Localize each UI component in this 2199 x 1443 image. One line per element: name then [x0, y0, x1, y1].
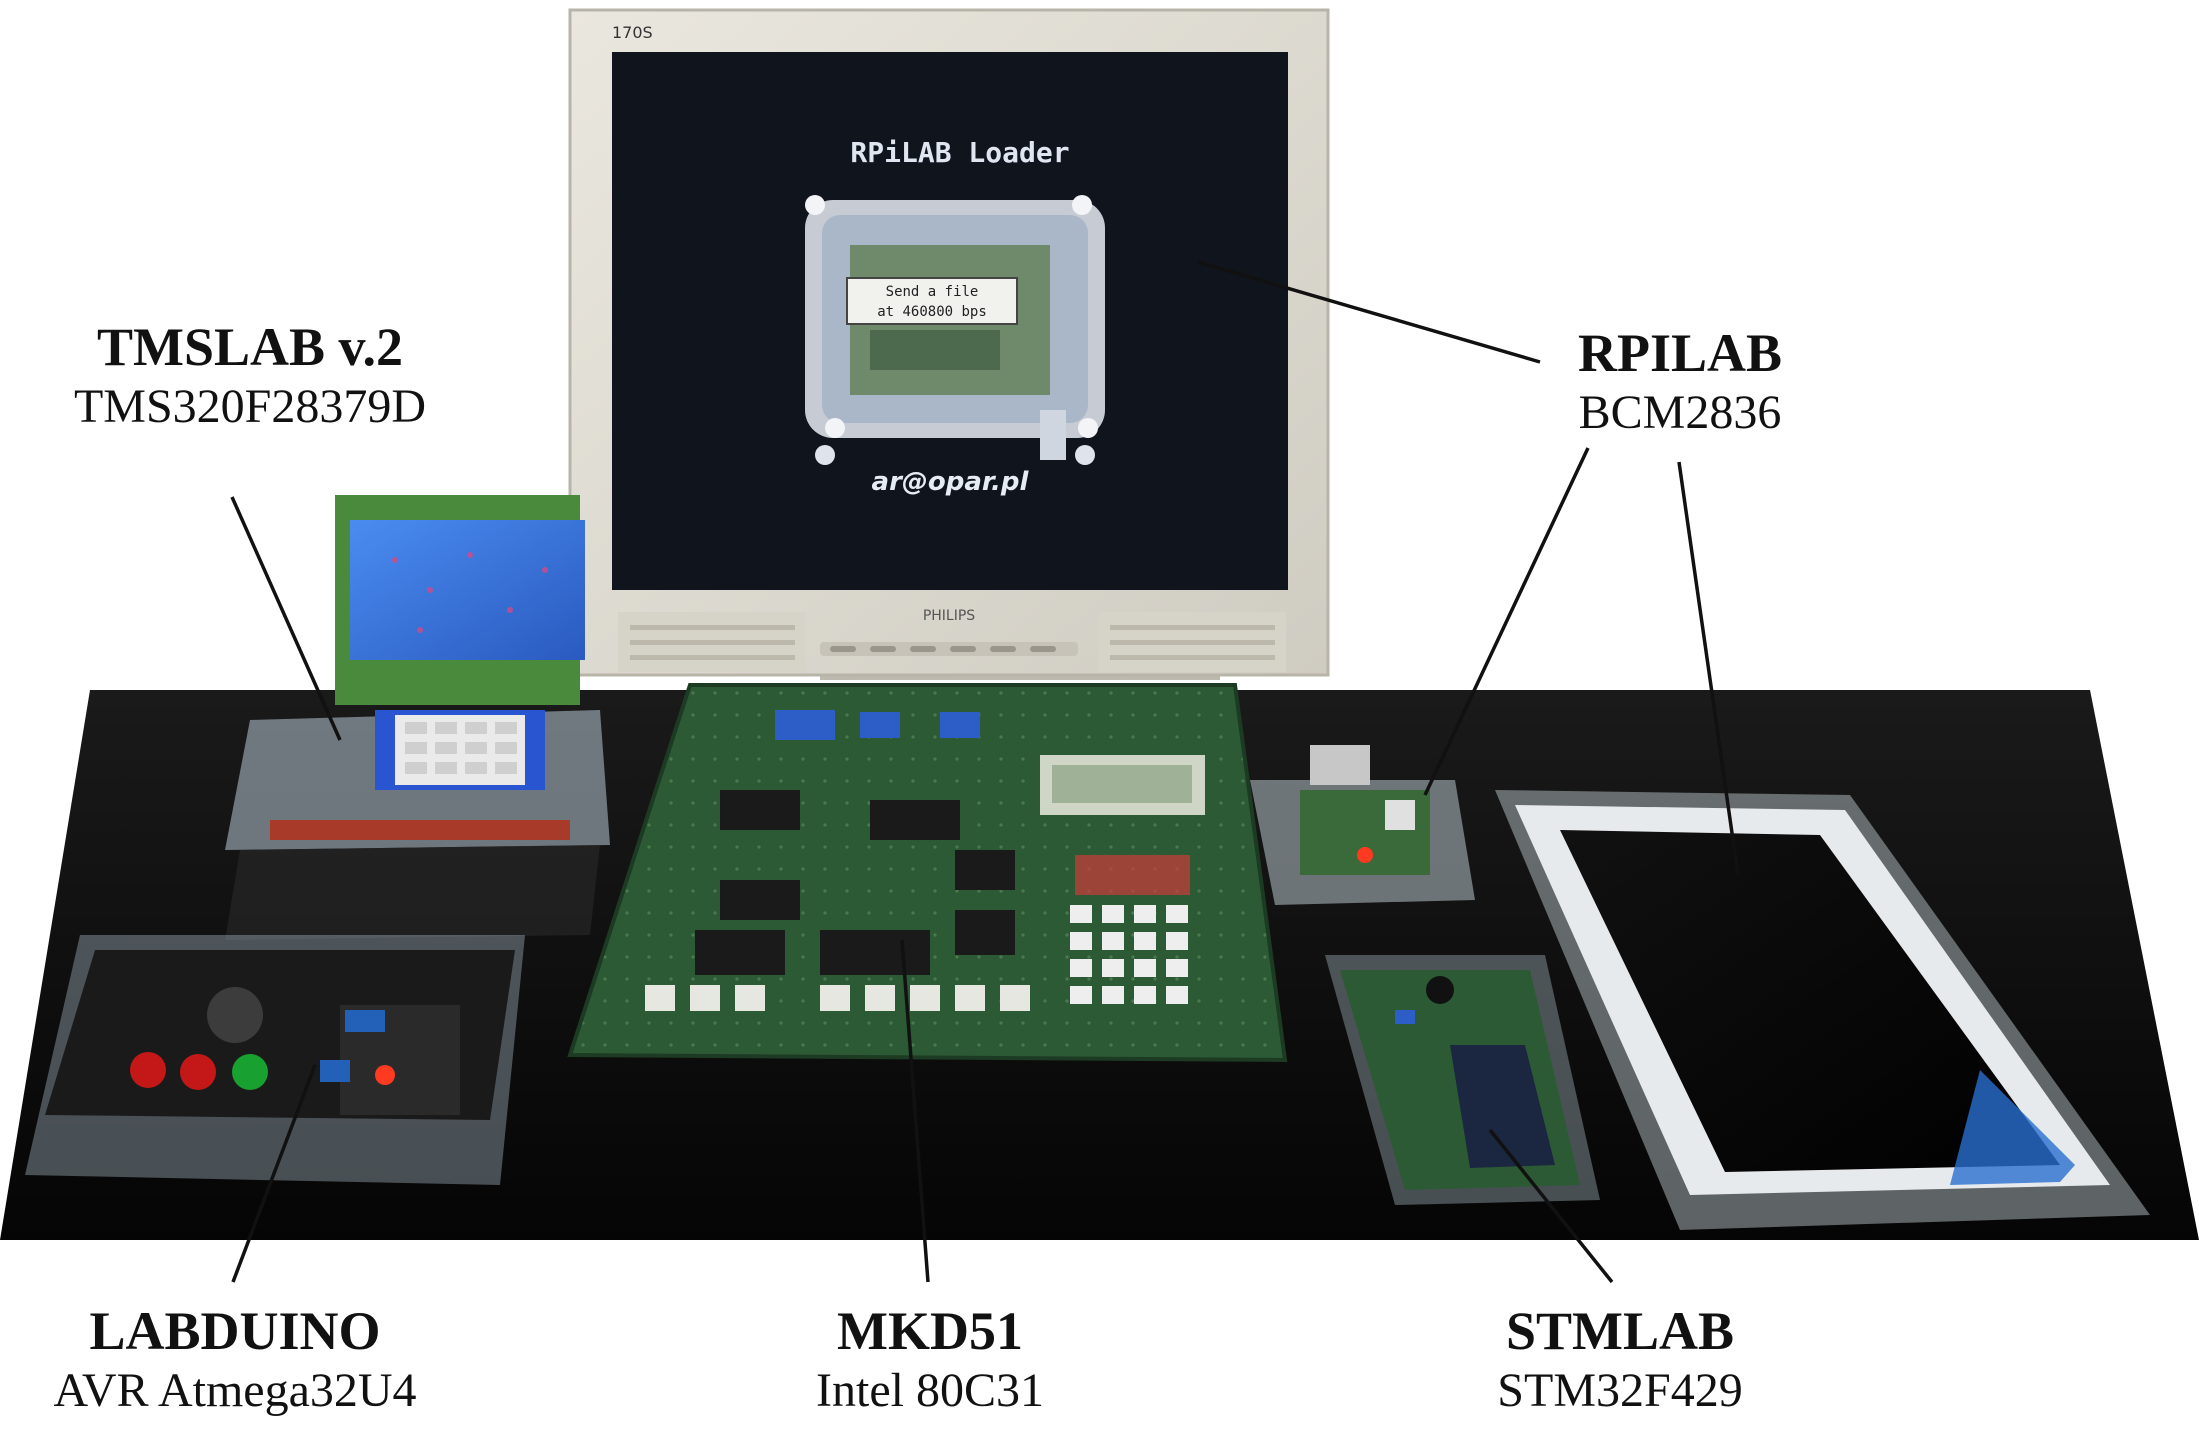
monitor-brand: PHILIPS [923, 608, 975, 624]
mkd51-board [567, 683, 1288, 1063]
loader-board-image: Send a file at 460800 bps [805, 195, 1105, 465]
leader-mkd51 [900, 939, 930, 1283]
board-name-rpilab: RPILAB [1577, 323, 1783, 383]
board-chip-mkd51: Intel 80C31 [816, 1364, 1044, 1417]
loader-dialog [846, 277, 1018, 325]
stmlab-board [1325, 955, 1600, 1205]
leader-rpilab-board [1423, 447, 1590, 796]
rpilab-board [1250, 745, 1475, 905]
monitor: 170S PHILIPS RPiLAB Loader [568, 8, 1330, 680]
board-name-tmslab: TMSLAB v.2 [96, 317, 404, 377]
leader-rpilab-tablet [1677, 461, 1740, 876]
tmslab-board [225, 495, 610, 940]
dialog-line-2: at 460800 bps [877, 304, 987, 320]
board-chip-stmlab: STM32F429 [1497, 1364, 1743, 1417]
board-chip-rpilab: BCM2836 [1578, 386, 1782, 439]
board-name-labduino: LABDUINO [89, 1301, 381, 1361]
screen-title: RPiLAB Loader [850, 136, 1069, 169]
label-labduino: LABDUINO AVR Atmega32U4 [0, 1300, 470, 1420]
label-mkd51: MKD51 Intel 80C31 [700, 1300, 1160, 1420]
board-chip-labduino: AVR Atmega32U4 [53, 1364, 417, 1417]
label-tmslab: TMSLAB v.2 TMS320F28379D [20, 316, 480, 436]
leader-stmlab [1488, 1128, 1614, 1284]
dialog-line-1: Send a file [886, 284, 979, 300]
board-name-stmlab: STMLAB [1505, 1301, 1735, 1361]
label-stmlab: STMLAB STM32F429 [1390, 1300, 1850, 1420]
screen-email: ar@opar.pl [872, 467, 1030, 497]
svg-text:170S: 170S [612, 23, 653, 42]
label-rpilab: RPILAB BCM2836 [1460, 322, 1900, 442]
leader-labduino [231, 1064, 317, 1283]
board-chip-tmslab: TMS320F28379D [73, 380, 427, 433]
leader-lines [230, 260, 1740, 1284]
rpilab-tablet [1495, 790, 2150, 1230]
labduino-board [25, 935, 525, 1185]
leader-rpilab-monitor [1197, 260, 1541, 364]
leader-tmslab [230, 496, 342, 741]
board-name-mkd51: MKD51 [837, 1301, 1023, 1361]
